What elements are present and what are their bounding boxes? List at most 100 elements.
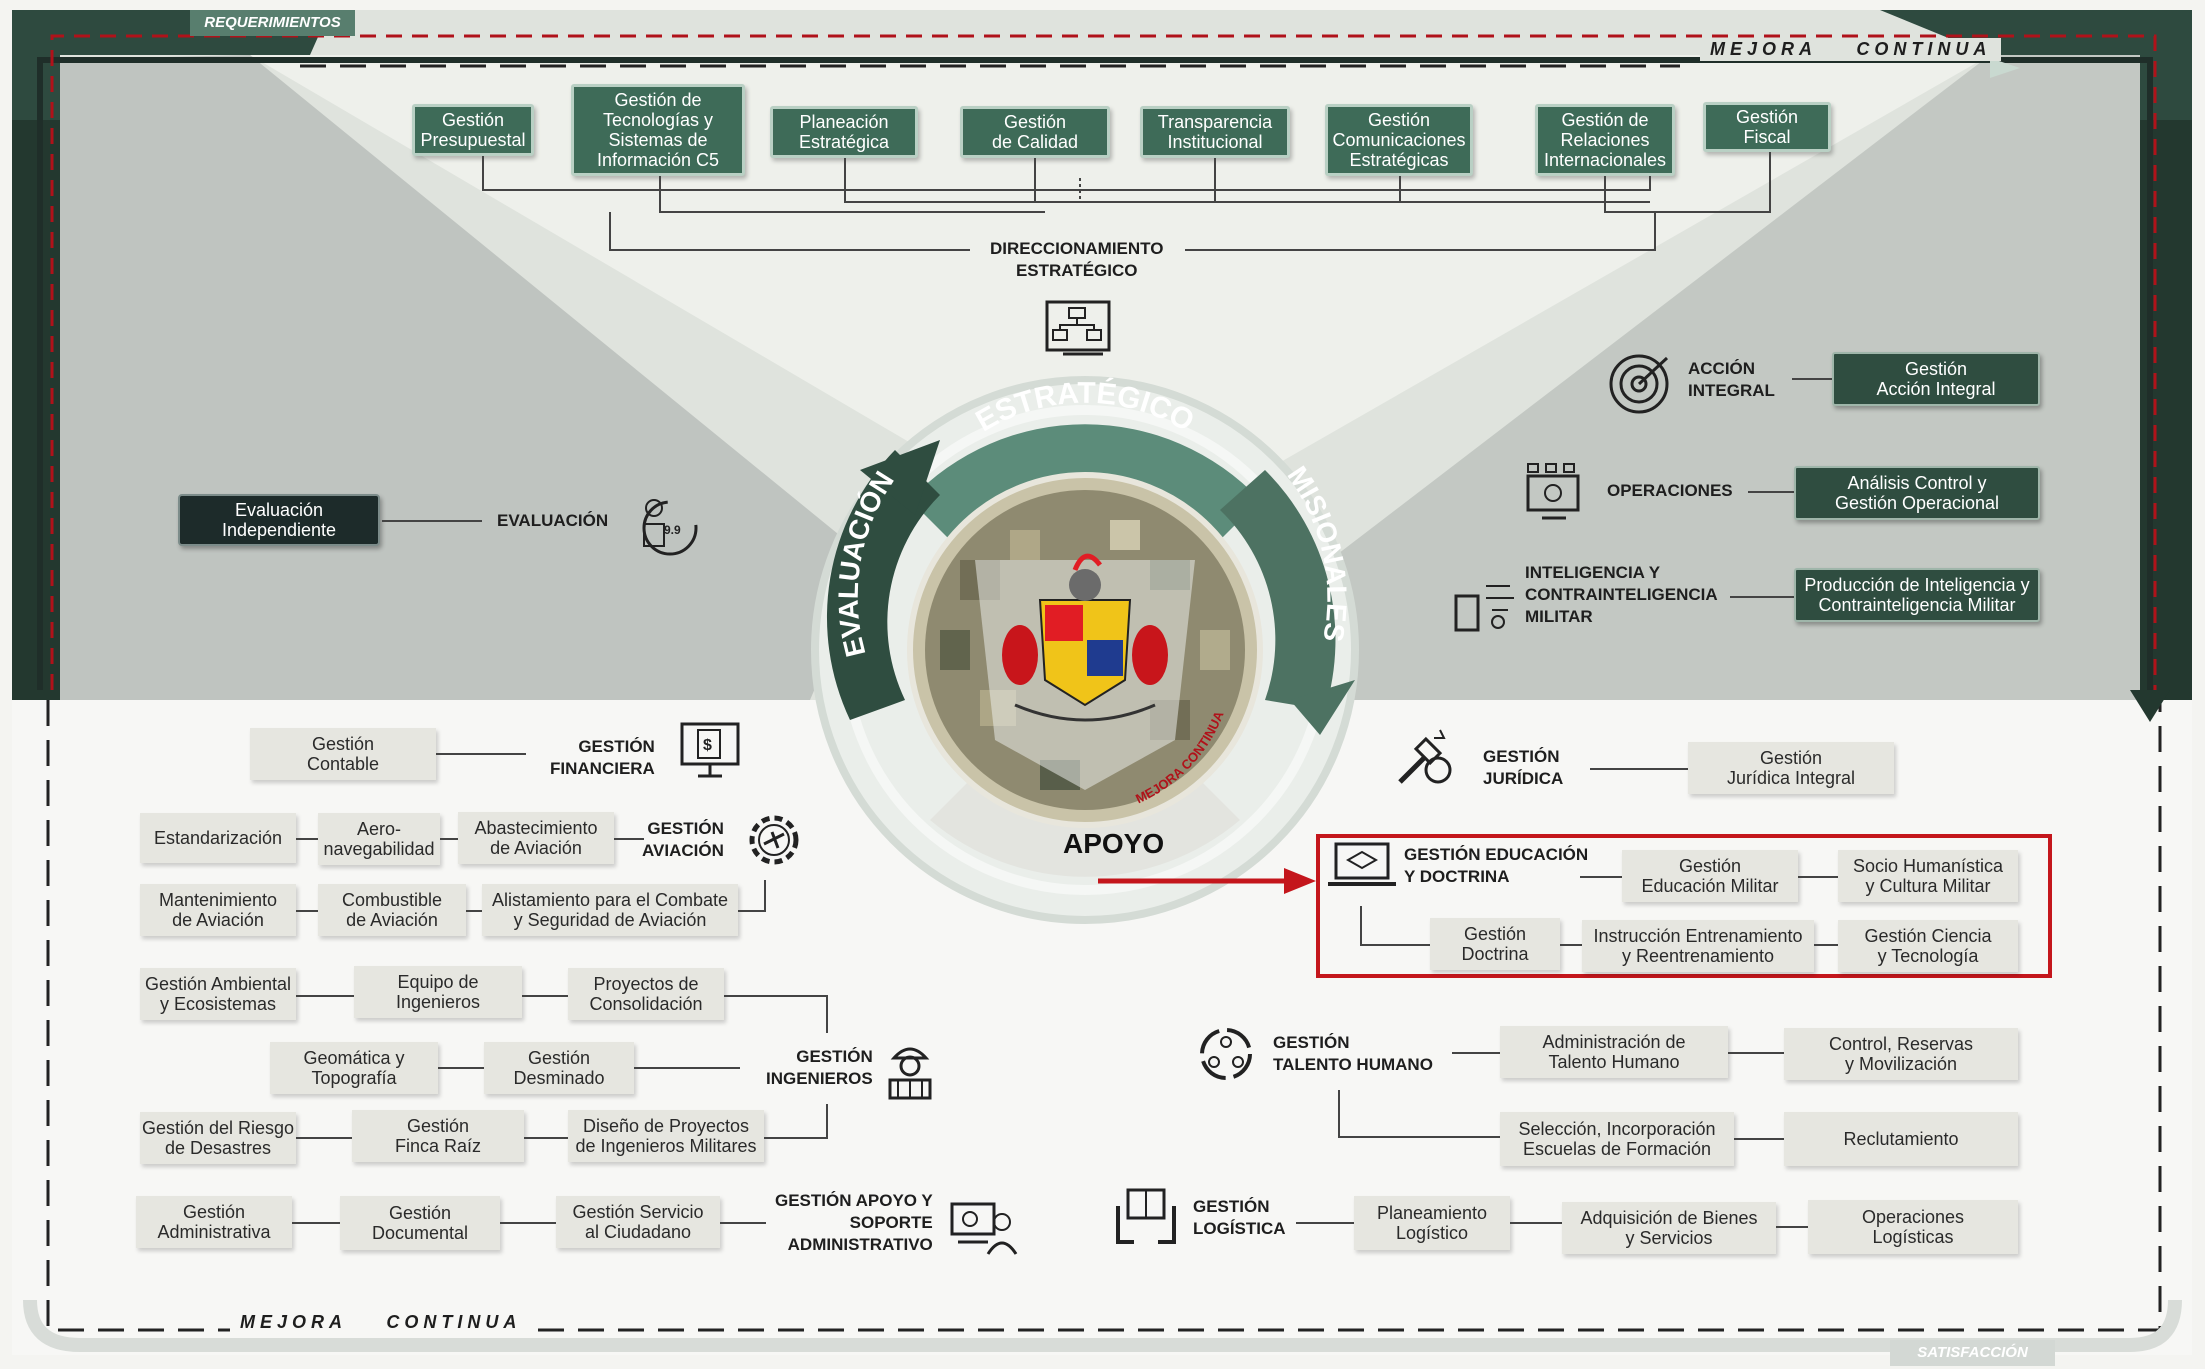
box-text: Gestión Fiscal (1735, 106, 1799, 147)
box-text: Selección, Incorporación Escuelas de For… (1518, 1118, 1716, 1159)
red-arrow (1098, 868, 1316, 894)
box-text: Equipo de Ingenieros (395, 971, 481, 1012)
connector (1734, 1138, 1784, 1140)
box-text: Gestión Doctrina (1461, 923, 1529, 964)
box-combustible-aviacion: Combustible de Aviación (318, 884, 466, 936)
box-text: Gestión Administrativa (157, 1201, 271, 1242)
box-text: Gestión Presupuestal (420, 109, 526, 150)
box-adquisicion-bienes: Adquisición de Bienes y Servicios (1562, 1202, 1776, 1254)
box-text: Geomática y Topografía (303, 1047, 405, 1088)
box-juridica-integral: Gestión Jurídica Integral (1688, 742, 1894, 794)
ingenieros-title: GESTIÓN INGENIEROS (766, 1047, 873, 1089)
box-text: Gestión Educación Militar (1641, 855, 1779, 896)
box-text: Evaluación Independiente (221, 499, 337, 540)
direccionamiento-title: DIRECCIONAMIENTO ESTRATÉGICO (990, 239, 1164, 281)
connector (1360, 906, 1362, 944)
connector (1296, 1222, 1354, 1224)
box-gestion-presupuestal: Gestión Presupuestal (412, 104, 534, 156)
satisfaccion-tag: SATISFACCIÓN (1890, 1340, 2055, 1366)
inteligencia-title: INTELIGENCIA Y CONTRAINTELIGENCIA MILITA… (1525, 563, 1718, 627)
box-text: Administración de Talento Humano (1542, 1031, 1686, 1072)
connector (614, 838, 644, 840)
airplane-gear-icon (749, 815, 799, 865)
connector (436, 753, 526, 755)
apoyo-label: APOYO (1063, 828, 1165, 859)
box-text: Proyectos de Consolidación (589, 973, 703, 1014)
connector (1748, 491, 1798, 493)
talento-humano-title: GESTIÓN TALENTO HUMANO (1273, 1033, 1433, 1075)
logistics-hands-icon (1116, 1188, 1176, 1244)
box-text: Socio Humanística y Cultura Militar (1852, 855, 2004, 896)
connector (738, 910, 764, 912)
box-evaluacion-independiente: Evaluación Independiente (178, 494, 380, 546)
connector (826, 1104, 828, 1139)
box-text: Análisis Control y Gestión Operacional (1834, 472, 2000, 513)
connector (1452, 1052, 1500, 1054)
box-mantenimiento-aviacion: Mantenimiento de Aviación (140, 884, 296, 936)
box-text: Planeamiento Logístico (1376, 1202, 1488, 1243)
finance-computer-icon: $ (680, 722, 740, 778)
operaciones-title: OPERACIONES (1607, 481, 1733, 500)
connector (1776, 1226, 1808, 1228)
box-text: Gestión del Riesgo de Desastres (141, 1117, 295, 1158)
box-ciencia-tecnologia: Gestión Ciencia y Tecnología (1838, 920, 2018, 972)
box-gestion-desminado: Gestión Desminado (484, 1042, 634, 1094)
logistica-title: GESTIÓN LOGÍSTICA (1193, 1197, 1286, 1239)
connector (1338, 1136, 1500, 1138)
connector (1814, 944, 1838, 946)
connector (296, 1137, 352, 1139)
connector (522, 995, 568, 997)
educacion-title: GESTIÓN EDUCACIÓN Y DOCTRINA (1404, 845, 1589, 887)
box-text: Gestión Ciencia y Tecnología (1864, 925, 1992, 966)
box-educacion-militar: Gestión Educación Militar (1622, 850, 1798, 902)
connector (1338, 1090, 1340, 1136)
requerimientos-text: REQUERIMIENTOS (204, 13, 341, 31)
evaluation-icon: 9.9 (642, 499, 698, 556)
connector (634, 1067, 740, 1069)
box-aeronavegabilidad: Aero- navegabilidad (318, 813, 440, 865)
box-text: Gestión Contable (306, 733, 380, 774)
connector (292, 1222, 340, 1224)
svg-text:9.9: 9.9 (664, 523, 681, 537)
accion-integral-title: ACCIÓN INTEGRAL (1688, 359, 1775, 401)
box-administracion-talento: Administración de Talento Humano (1500, 1026, 1728, 1078)
box-text: Planeación Estratégica (798, 111, 890, 152)
box-produccion-inteligencia: Producción de Inteligencia y Contraintel… (1794, 568, 2040, 622)
box-gestion-riesgo: Gestión del Riesgo de Desastres (140, 1112, 296, 1164)
operations-computer-icon (1526, 463, 1580, 520)
box-text: Reclutamiento (1843, 1128, 1959, 1149)
box-text: Mantenimiento de Aviación (158, 889, 278, 930)
box-alistamiento: Alistamiento para el Combate y Seguridad… (482, 884, 738, 936)
box-gestion-doctrina: Gestión Doctrina (1430, 918, 1560, 970)
connector (296, 910, 318, 912)
box-gestion-ambiental: Gestión Ambiental y Ecosistemas (140, 968, 296, 1020)
box-text: Gestión Finca Raíz (394, 1115, 482, 1156)
box-operaciones-logisticas: Operaciones Logísticas (1808, 1200, 2018, 1254)
box-text: Gestión Servicio al Ciudadano (572, 1201, 704, 1242)
box-text: Instrucción Entrenamiento y Reentrenamie… (1593, 925, 1803, 966)
mejora-continua-bottom: MEJORA CONTINUA (230, 1311, 532, 1335)
connector (1728, 1052, 1784, 1054)
org-chart-icon (1045, 300, 1111, 356)
connector (1590, 768, 1688, 770)
connector (764, 880, 766, 912)
admin-support-icon (950, 1202, 1018, 1255)
connector (438, 1067, 484, 1069)
box-socio-humanistica: Socio Humanística y Cultura Militar (1838, 850, 2018, 902)
box-planeamiento-logistico: Planeamiento Logístico (1354, 1196, 1510, 1250)
box-servicio-ciudadano: Gestión Servicio al Ciudadano (556, 1196, 720, 1248)
connector (1560, 944, 1582, 946)
box-text: Diseño de Proyectos de Ingenieros Milita… (575, 1115, 757, 1156)
highlight-frame (1316, 834, 2052, 978)
connector (296, 838, 318, 840)
box-text: Estandarización (153, 827, 283, 848)
box-text: Producción de Inteligencia y Contraintel… (1804, 574, 2030, 615)
connector (1798, 876, 1838, 878)
requerimientos-tag: REQUERIMIENTOS (190, 10, 355, 36)
box-text: Transparencia Institucional (1157, 111, 1273, 152)
box-text: Abastecimiento de Aviación (474, 817, 598, 858)
box-gestion-administrativa: Gestión Administrativa (136, 1196, 292, 1248)
box-gestion-calidad: Gestión de Calidad (960, 106, 1110, 158)
connector (826, 995, 828, 1033)
